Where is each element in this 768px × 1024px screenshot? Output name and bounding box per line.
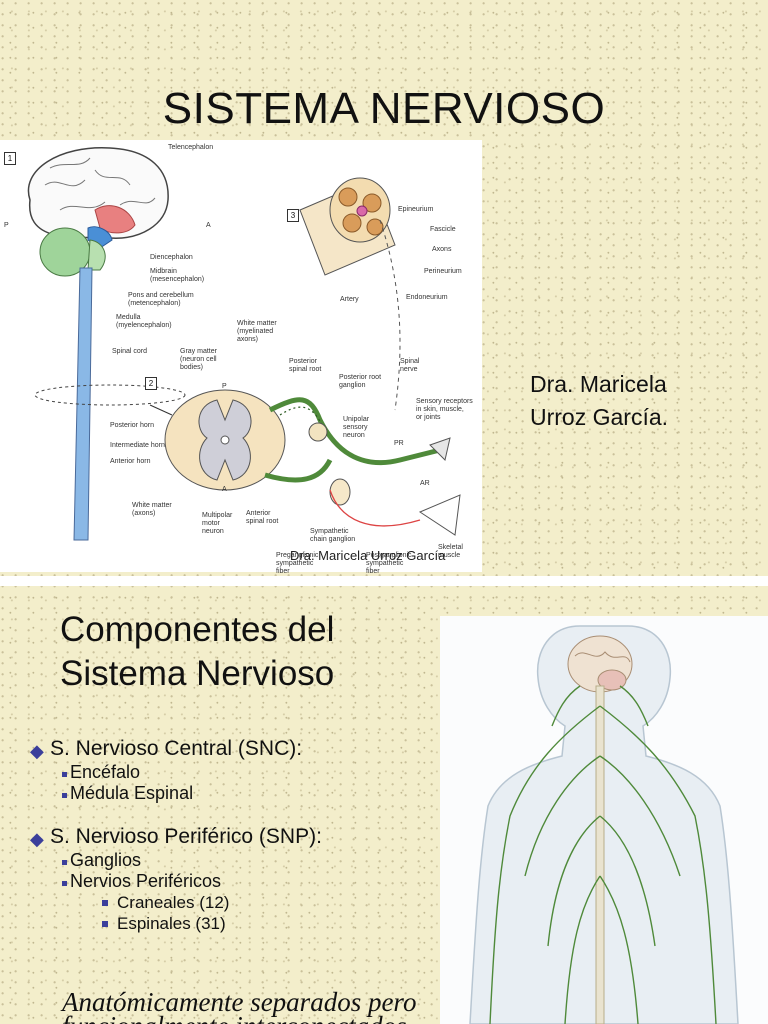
author-block: Dra. Maricela Urroz García.	[530, 368, 750, 434]
slide-sistema-nervioso: SISTEMA NERVIOSO	[0, 84, 750, 575]
label-midbrain: Midbrain (mesencephalon)	[150, 268, 205, 283]
author-line-1: Dra. Maricela	[530, 371, 667, 397]
bullet-snp-label: S. Nervioso Periférico (SNP):	[50, 825, 322, 848]
bullet-snp: ◆ S. Nervioso Periférico (SNP):	[30, 824, 440, 850]
list-item: Médula Espinal	[30, 783, 440, 804]
label-preganglionic-fiber: Preganglionic sympathetic fiber	[276, 552, 319, 575]
slide-title: SISTEMA NERVIOSO	[162, 84, 606, 133]
footer-line-2: funcionalmente interconectados	[62, 1013, 452, 1024]
label-multipolar-motor-neuron: Multipolar motor neuron	[202, 512, 233, 535]
label-posterior-root-ganglion: Posterior root ganglion	[339, 374, 382, 389]
bullet-list: ◆ S. Nervioso Central (SNC): Encéfalo Mé…	[30, 736, 440, 934]
label-pr: PR	[394, 440, 404, 447]
label-skeletal-muscle: Skeletal muscle	[438, 544, 463, 559]
author-line-2: Urroz García.	[530, 404, 669, 430]
human-body-illustration	[469, 625, 739, 1024]
label-gray-matter: Gray matter (neuron cell bodies)	[180, 348, 217, 371]
watermark-text: Dra. Maricela Urroz García	[290, 548, 446, 563]
bullet-snc: ◆ S. Nervioso Central (SNC):	[30, 736, 440, 762]
list-item: Nervios Periféricos	[30, 871, 440, 892]
sub-list-item: Espinales (31)	[30, 913, 440, 934]
slide-separator	[0, 576, 768, 586]
sub-list-item: Craneales (12)	[30, 892, 440, 913]
figure-box-2: 2	[145, 377, 157, 390]
label-posterior-spinal-root: Posterior spinal root	[289, 358, 322, 373]
bullet-snc-label: S. Nervioso Central (SNC):	[50, 737, 303, 760]
label-axons: Axons	[432, 246, 452, 253]
human-nervous-system-image	[440, 616, 768, 1024]
label-sensory-receptors: Sensory receptors in skin, muscle, or jo…	[416, 398, 473, 421]
label-artery: Artery	[340, 296, 359, 303]
slide2-title-line-1: Componentes del	[60, 610, 335, 649]
label-diencephalon: Diencephalon	[150, 254, 193, 261]
figure-box-3: 3	[287, 209, 299, 222]
label-endoneurium: Endoneurium	[406, 294, 448, 301]
square-bullet-icon	[102, 900, 108, 906]
list-item: Ganglios	[30, 850, 440, 871]
label-posterior-horn: Posterior horn	[110, 422, 154, 429]
square-bullet-icon	[62, 881, 67, 886]
list-item-label: Nervios Periféricos	[70, 871, 222, 891]
sub-list-item-label: Craneales (12)	[117, 893, 230, 912]
label-perineurium: Perineurium	[424, 268, 462, 275]
square-bullet-icon	[102, 921, 108, 927]
label-spinal-cord: Spinal cord	[112, 348, 148, 355]
sub-list-item-label: Espinales (31)	[117, 914, 226, 933]
slide2-title-line-2: Sistema Nervioso	[60, 654, 335, 693]
label-ar: AR	[420, 480, 430, 487]
label-intermediate-horn: Intermediate horn	[110, 442, 165, 449]
list-item: Encéfalo	[30, 762, 440, 783]
footer-line-1: Anatómicamente separados pero	[62, 987, 417, 1017]
label-white-matter-axons: White matter (axons)	[132, 502, 172, 517]
slide-componentes: Componentes del Sistema Nervioso ◆ S. Ne…	[0, 586, 768, 1024]
figure-box-1: 1	[4, 152, 16, 165]
footer-note: Anatómicamente separados pero funcionalm…	[62, 987, 452, 1024]
diamond-bullet-icon: ◆	[30, 829, 44, 849]
nervous-system-anatomy-figure: 1 3 2 P A P A Telencephalon Diencephalon…	[0, 140, 482, 575]
label-spinal-nerve: Spinal nerve	[400, 358, 420, 373]
label-anterior-spinal-root: Anterior spinal root	[246, 510, 279, 525]
label-postganglionic-fiber: Postganglionic sympathetic fiber	[366, 552, 412, 575]
label-medulla: Medulla (myelencephalon)	[116, 314, 172, 329]
anatomy-illustration	[27, 147, 461, 541]
label-anterior-horn: Anterior horn	[110, 458, 151, 465]
label-epineurium: Epineurium	[398, 206, 434, 213]
label-a-left: A	[206, 222, 211, 229]
square-bullet-icon	[62, 793, 67, 798]
label-a-center: A	[222, 486, 227, 493]
label-white-matter-myelinated: White matter (myelinated axons)	[237, 320, 277, 343]
list-item-label: Médula Espinal	[70, 783, 194, 803]
square-bullet-icon	[62, 772, 67, 777]
label-telencephalon: Telencephalon	[168, 144, 214, 151]
label-sympathetic-chain-ganglion: Sympathetic chain ganglion	[310, 528, 356, 543]
label-pons-cerebellum: Pons and cerebellum (metencephalon)	[128, 292, 194, 307]
list-item-label: Encéfalo	[70, 762, 141, 782]
label-p-center: P	[222, 383, 227, 390]
label-unipolar-neuron: Unipolar sensory neuron	[343, 416, 370, 439]
square-bullet-icon	[62, 860, 67, 865]
label-fascicle: Fascicle	[430, 226, 456, 233]
list-item-label: Ganglios	[70, 850, 142, 870]
label-p-left: P	[4, 222, 9, 229]
diamond-bullet-icon: ◆	[30, 741, 44, 761]
slide2-title: Componentes del Sistema Nervioso	[60, 608, 334, 696]
